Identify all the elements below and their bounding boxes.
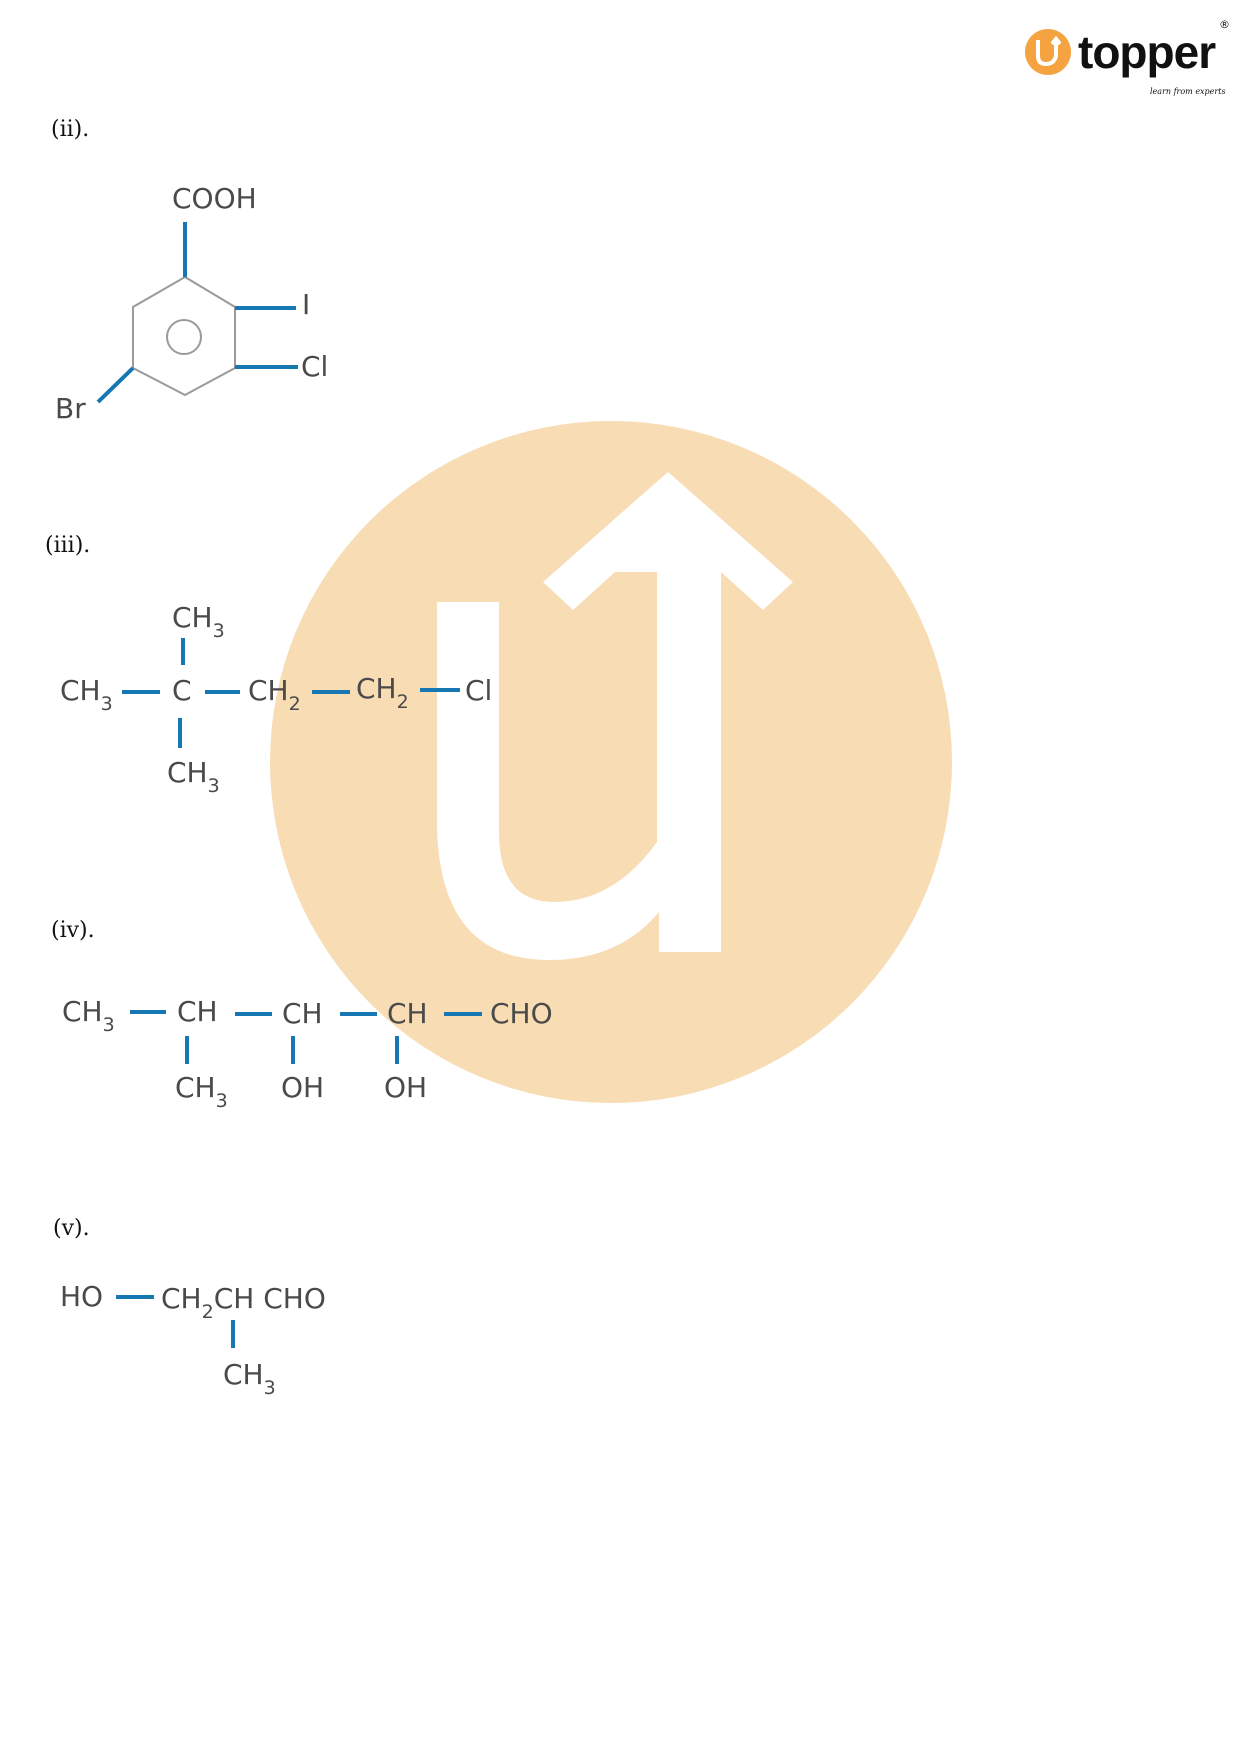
group-cl: Cl [301,350,328,383]
structure-v: HO CH2CH CHO CH3 [60,1280,326,1399]
structure-ii: COOH I Cl Br [55,182,328,425]
group-i: I [302,288,310,321]
group-ch-2: CH [282,997,323,1030]
group-ch3: CH3 [62,995,115,1036]
group-ch3-branch: CH3 [175,1071,228,1112]
group-cho: CHO [490,997,553,1030]
group-br: Br [55,392,86,425]
group-c: C [172,674,192,707]
group-ch3-left: CH3 [60,674,113,715]
logo-tagline: learn from experts [1150,87,1226,96]
logo-wordmark: topper [1078,26,1216,78]
group-ch3-bottom: CH3 [167,756,220,797]
group-ch2-b: CH2 [356,672,409,713]
structure-iii: CH3 CH3 C CH2 CH2 Cl CH3 [60,601,492,797]
watermark-logo [270,421,952,1103]
group-ch2-ch-cho: CH2CH CHO [161,1282,326,1323]
group-ch-1: CH [177,995,218,1028]
group-ch3: CH3 [223,1358,276,1399]
registered-mark: ® [1219,18,1230,31]
item-label-ii: (ii). [51,117,89,142]
group-oh-1: OH [281,1071,324,1104]
group-ch-3: CH [387,997,428,1030]
structure-iv: CH3 CH CH CH CHO CH3 OH OH [62,995,553,1112]
group-cooh: COOH [172,182,257,215]
topper-logo: topper learn from experts ® [1025,18,1230,96]
group-ch3-top: CH3 [172,601,225,642]
item-label-v: (v). [53,1216,90,1241]
group-cl: Cl [465,674,492,707]
item-label-iii: (iii). [45,533,90,558]
group-ch2-a: CH2 [248,674,301,715]
group-oh-2: OH [384,1071,427,1104]
group-ho: HO [60,1280,103,1313]
item-label-iv: (iv). [51,918,95,943]
